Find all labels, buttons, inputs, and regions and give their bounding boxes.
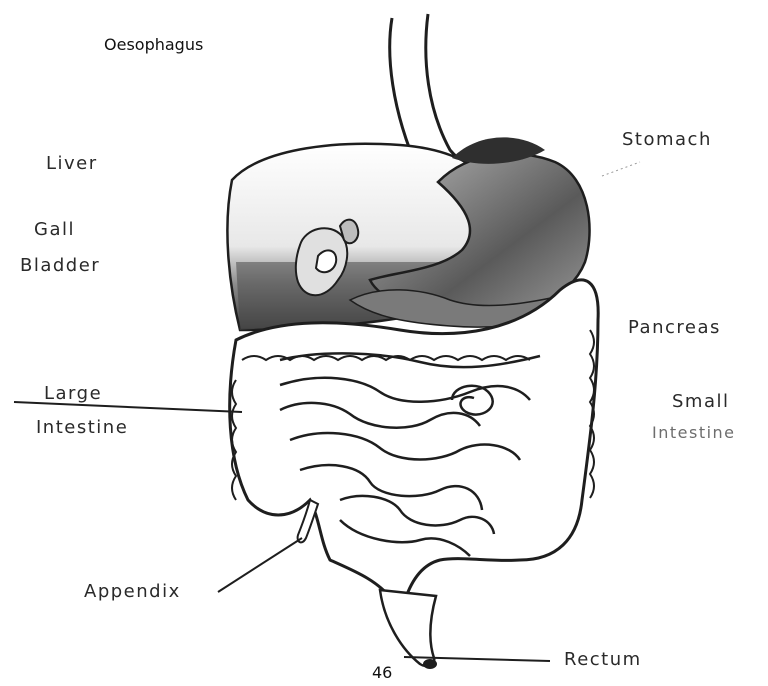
rectum-label: Rectum [564, 650, 642, 671]
stomach-label: Stomach [622, 130, 712, 151]
large-intestine-shape [230, 280, 598, 600]
stomach-leader-line [602, 162, 640, 176]
anus-shape [423, 659, 437, 669]
small-intestine-label-line2: Intestine [652, 424, 736, 442]
appendix-label: Appendix [84, 582, 181, 603]
oesophagus-label: Oesophagus [104, 36, 203, 54]
rectum-shape [380, 590, 436, 666]
page-number: 46 [372, 664, 392, 682]
pancreas-label: Pancreas [628, 318, 721, 339]
small-intestine-label-line1: Small [672, 392, 730, 413]
appendix-leader-line [218, 538, 302, 592]
gall-bladder-label-line2: Bladder [20, 256, 100, 277]
large-intestine-label-line1: Large [44, 384, 102, 405]
large-intestine-label-line2: Intestine [36, 418, 128, 439]
liver-label: Liver [46, 154, 98, 175]
gall-bladder-label-line1: Gall [34, 220, 75, 241]
